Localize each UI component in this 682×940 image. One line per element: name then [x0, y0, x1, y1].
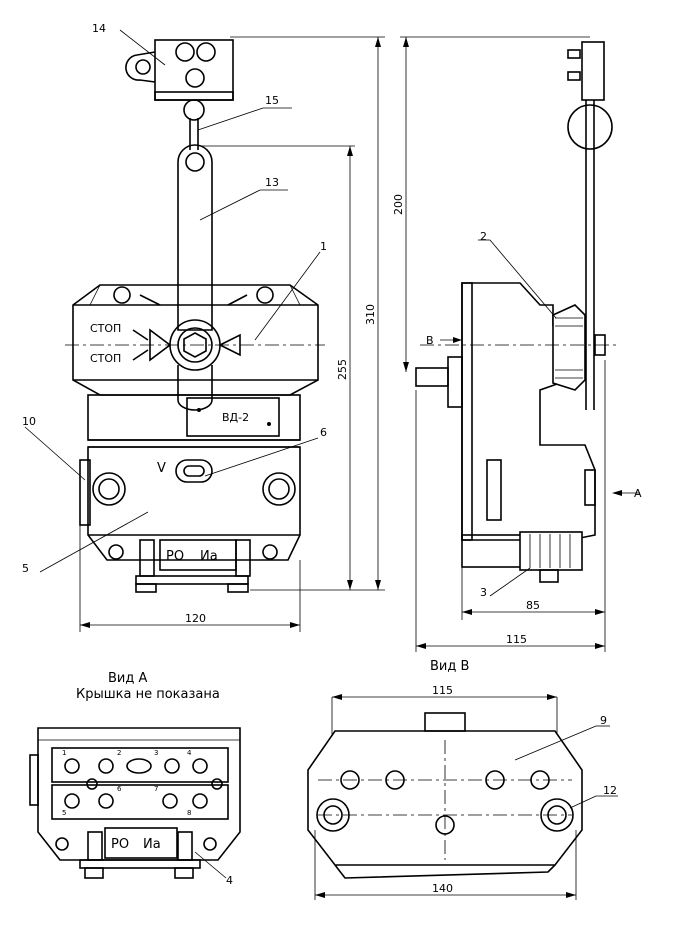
terminal-5: 5	[62, 809, 66, 817]
terminal-3: 3	[154, 749, 158, 757]
terminal-4: 4	[187, 749, 192, 757]
housing-lower	[79, 446, 301, 593]
plate-po: РО	[166, 549, 184, 564]
dim-85: 85	[526, 599, 540, 612]
terminal-8: 8	[187, 809, 191, 817]
dim-310: 310	[364, 304, 377, 325]
section-b-marker: В	[426, 334, 434, 347]
dim-115-side: 115	[506, 633, 527, 646]
terminal-6: 6	[117, 785, 122, 793]
stop-label-top: СТОП	[90, 322, 121, 335]
plate-ia: Иа	[200, 549, 218, 564]
terminal-2: 2	[117, 749, 121, 757]
callout-2: 2	[480, 230, 487, 243]
model-plate-text: ВД-2	[222, 411, 249, 424]
callout-3: 3	[480, 586, 487, 599]
terminal-1: 1	[62, 749, 66, 757]
dim-200: 200	[392, 194, 405, 215]
terminal-7: 7	[154, 785, 158, 793]
callout-6: 6	[320, 426, 327, 439]
callout-15: 15	[265, 94, 279, 107]
front-view	[24, 29, 385, 632]
callout-13: 13	[265, 176, 279, 189]
plate-po-view-a: РО	[111, 837, 129, 852]
view-b-title: Вид В	[430, 659, 469, 674]
view-a	[29, 727, 241, 879]
plate-ia-view-a: Иа	[143, 837, 161, 852]
clamp-14	[125, 39, 234, 121]
dim-115-top: 115	[432, 684, 453, 697]
lever-13	[177, 144, 213, 331]
housing-upper	[65, 284, 325, 411]
dim-255: 255	[336, 359, 349, 380]
callout-4: 4	[226, 874, 233, 887]
stop-label-bottom: СТОП	[90, 352, 121, 365]
model-plate	[186, 397, 280, 437]
view-b	[307, 694, 618, 900]
callout-1: 1	[320, 240, 327, 253]
view-a-title: Вид А	[108, 671, 147, 686]
dim-140: 140	[432, 882, 453, 895]
dim-120: 120	[185, 612, 206, 625]
callout-12: 12	[603, 784, 617, 797]
v-mark: V	[157, 461, 166, 476]
side-view	[400, 36, 640, 652]
callout-14: 14	[92, 22, 106, 35]
callout-5: 5	[22, 562, 29, 575]
callout-9: 9	[600, 714, 607, 727]
callout-10: 10	[22, 415, 36, 428]
view-a-subtitle: Крышка не показана	[76, 687, 220, 702]
view-a-arrow-label: А	[634, 487, 642, 500]
